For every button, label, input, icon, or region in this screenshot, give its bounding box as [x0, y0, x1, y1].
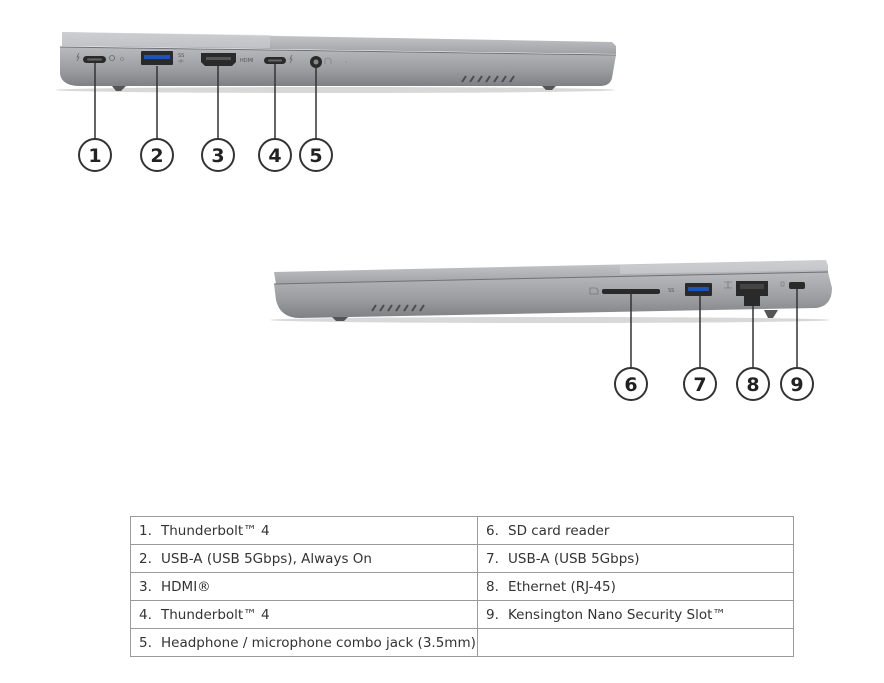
svg-text:1: 1 [88, 145, 101, 167]
table-row: 4.Thunderbolt™ 4 9.Kensington Nano Secur… [130, 600, 794, 629]
svg-text:3: 3 [211, 145, 224, 167]
callout-7: 7 [683, 367, 717, 401]
thunderbolt-icon [76, 52, 80, 62]
table-row: 3.HDMI® 8.Ethernet (RJ-45) [130, 572, 794, 601]
svg-text:4: 4 [268, 145, 281, 167]
network-icon [724, 281, 732, 289]
svg-text:9: 9 [790, 374, 803, 396]
thunderbolt-icon [289, 54, 293, 64]
power-icon [109, 55, 115, 61]
svg-text:5: 5 [309, 145, 322, 167]
vent-grille [461, 75, 515, 83]
table-cell: 6.SD card reader [477, 516, 794, 545]
audio-jack-5 [310, 56, 347, 68]
table-row: 5.Headphone / microphone combo jack (3.5… [130, 628, 794, 657]
callout-leaders-left [94, 63, 317, 139]
svg-text:7: 7 [693, 374, 706, 396]
laptop-ports-diagram: SS HDMI 1 [55, 32, 832, 401]
table-cell: 9.Kensington Nano Security Slot™ [477, 600, 794, 629]
thunderbolt-port-4 [264, 54, 293, 64]
usb-icon [178, 59, 184, 63]
table-cell: 7.USB-A (USB 5Gbps) [477, 544, 794, 573]
svg-text:2: 2 [150, 145, 163, 167]
ethernet-port-8 [724, 281, 768, 306]
svg-text:8: 8 [746, 374, 759, 396]
lock-icon [780, 281, 785, 287]
svg-text:6: 6 [624, 374, 637, 396]
callout-6: 6 [614, 367, 648, 401]
callout-2: 2 [140, 138, 174, 172]
callout-8: 8 [736, 367, 770, 401]
table-cell: 4.Thunderbolt™ 4 [130, 600, 478, 629]
callout-leaders-right [630, 289, 798, 368]
headset-icon [324, 57, 332, 64]
vent-grille [371, 304, 425, 312]
usb-ss-label: SS [178, 53, 184, 59]
laptop-right-side-view: SS 6 7 8 9 [270, 260, 832, 401]
kensington-slot-9 [780, 281, 805, 289]
thunderbolt-port-1 [76, 52, 124, 63]
table-cell-empty [477, 628, 794, 657]
sd-card-reader-6 [589, 287, 660, 295]
callout-4: 4 [258, 138, 292, 172]
status-led-icon [120, 57, 124, 61]
sd-card-icon [589, 287, 599, 295]
mic-dot-icon [345, 61, 347, 63]
callout-5: 5 [299, 138, 333, 172]
callout-3: 3 [201, 138, 235, 172]
table-cell: 1.Thunderbolt™ 4 [130, 516, 478, 545]
table-row: 2.USB-A (USB 5Gbps), Always On 7.USB-A (… [130, 544, 794, 573]
usb-a-port-7: SS [668, 283, 712, 296]
table-cell: 2.USB-A (USB 5Gbps), Always On [130, 544, 478, 573]
hdmi-label: HDMI [240, 58, 253, 64]
callout-1: 1 [78, 138, 112, 172]
ports-legend-table: 1.Thunderbolt™ 4 6.SD card reader 2.USB-… [130, 516, 794, 657]
table-cell: 8.Ethernet (RJ-45) [477, 572, 794, 601]
usb-a-port-2: SS [141, 51, 184, 65]
table-cell: 3.HDMI® [130, 572, 478, 601]
table-row: 1.Thunderbolt™ 4 6.SD card reader [130, 516, 794, 545]
laptop-left-side-view: SS HDMI 1 [55, 32, 617, 172]
table-cell: 5.Headphone / microphone combo jack (3.5… [130, 628, 478, 657]
hdmi-port-3: HDMI [201, 53, 253, 66]
usb-ss-label: SS [668, 288, 674, 294]
callout-9: 9 [780, 367, 814, 401]
